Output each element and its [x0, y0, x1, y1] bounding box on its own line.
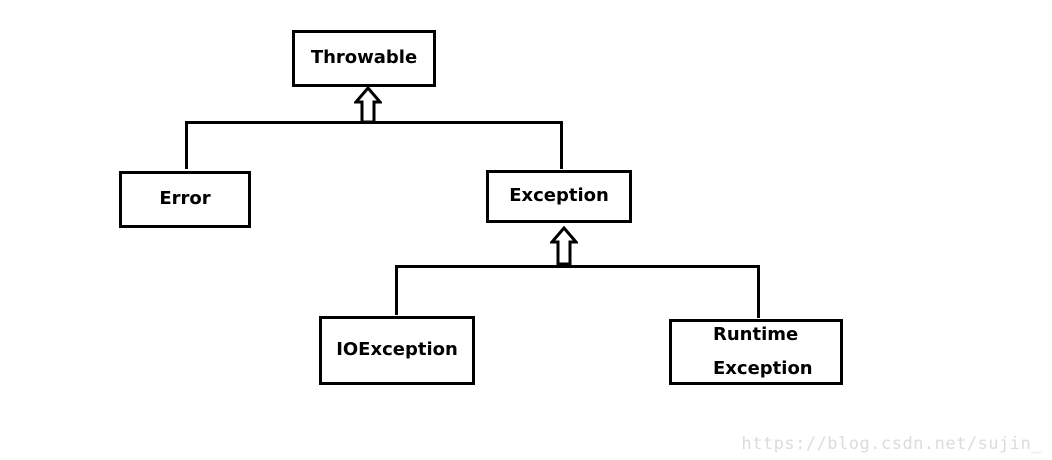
node-runtime-label-line1: Runtime	[713, 324, 799, 345]
connector-runtime-stem	[757, 265, 760, 318]
node-runtime-label-line2: Exception	[713, 358, 813, 379]
connector-ioexception-stem	[395, 265, 398, 315]
node-error: Error	[119, 171, 251, 228]
node-exception-label: Exception	[509, 185, 609, 207]
connector-exception-stem	[560, 121, 563, 169]
node-runtime-exception: Runtime Exception	[669, 319, 843, 385]
inheritance-arrow-icon	[550, 226, 578, 266]
connector-error-stem	[185, 121, 188, 169]
node-error-label: Error	[159, 188, 211, 210]
node-ioexception: IOException	[319, 316, 475, 385]
node-runtime-exception-label: Runtime Exception	[713, 318, 813, 386]
node-throwable: Throwable	[292, 30, 436, 87]
connector-exception-bar	[395, 265, 760, 268]
node-throwable-label: Throwable	[310, 47, 418, 69]
node-exception: Exception	[486, 170, 632, 223]
watermark-url: https://blog.csdn.net/sujin_	[741, 434, 1042, 454]
inheritance-arrow-icon	[354, 86, 382, 124]
node-ioexception-label: IOException	[336, 339, 458, 361]
